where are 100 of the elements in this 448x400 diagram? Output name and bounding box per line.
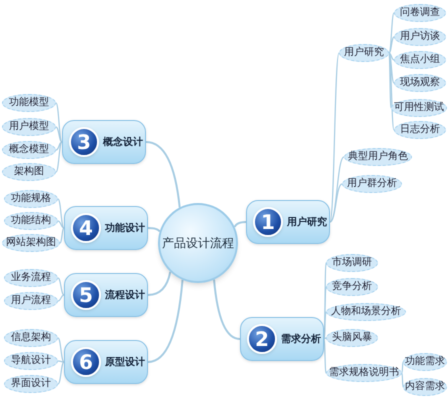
- subtopic-text: 内容需求: [405, 382, 445, 392]
- subtopic-ellipse: [394, 4, 446, 22]
- subtopic-text: 问卷调查: [400, 8, 440, 18]
- subtopic-ellipse: [394, 121, 446, 139]
- subtopic-ellipse: [394, 51, 446, 69]
- stage-box: [64, 273, 148, 317]
- connector-line: [56, 126, 62, 142]
- subtopic-ellipse: [2, 141, 56, 159]
- subtopic-text: 人物和场景分析: [331, 307, 401, 317]
- stage-box: [64, 206, 148, 250]
- connector-line: [213, 280, 240, 340]
- number-badge: 5: [71, 280, 101, 310]
- subtopic-ellipse: [326, 278, 378, 296]
- subtopic-text: 焦点小组: [400, 55, 440, 65]
- connector-line: [148, 272, 172, 296]
- subtopic-text: 可用性测试: [394, 103, 444, 113]
- subtopic-text: 网站架构图: [6, 238, 56, 248]
- connector-line: [401, 372, 404, 388]
- subtopic-text: 信息架构: [11, 333, 51, 343]
- subtopic-ellipse: [2, 234, 60, 252]
- stage-label: 功能设计: [105, 222, 145, 236]
- connector-line: [58, 198, 64, 228]
- connector-line: [330, 156, 344, 222]
- connector-line: [330, 183, 342, 223]
- connector-line: [401, 362, 404, 374]
- connector-line: [388, 36, 394, 54]
- stage-label: 需求分析: [281, 332, 321, 346]
- stage-label: 用户研究: [287, 215, 327, 230]
- connector-line: [146, 141, 181, 208]
- connector-line: [388, 52, 394, 84]
- subtopic-ellipse: [2, 118, 56, 136]
- subtopic-text: 现场观察: [400, 78, 440, 88]
- number-badge: 2: [247, 324, 277, 354]
- subtopic-text: 功能规格: [11, 194, 51, 204]
- subtopic-text: 用户流程: [11, 296, 51, 306]
- connector-line: [56, 141, 62, 151]
- number-badge: 4: [71, 213, 101, 243]
- connector-line: [388, 12, 395, 54]
- stage-label: 原型设计: [105, 356, 145, 370]
- connector-line: [148, 280, 184, 363]
- connector-line: [58, 362, 64, 384]
- subtopic-text: 市场调研: [332, 258, 372, 268]
- subtopic-ellipse: [394, 74, 446, 92]
- subtopic-ellipse: [4, 329, 58, 347]
- subtopic-text: 导航设计: [11, 356, 51, 366]
- stage-box: [240, 317, 324, 361]
- subtopic-text: 用户访谈: [400, 32, 440, 42]
- subtopic-ellipse: [4, 269, 58, 287]
- connector-line: [58, 294, 64, 302]
- connector-line: [323, 338, 327, 374]
- topic-text: 产品设计流程: [162, 235, 234, 252]
- connector-line: [56, 102, 62, 142]
- stage-label: 概念设计: [103, 136, 143, 150]
- subtopic-text: 用户模型: [9, 122, 49, 132]
- connector-line: [60, 228, 64, 244]
- subtopic-ellipse: [403, 378, 447, 396]
- subtopic-ellipse: [4, 212, 58, 230]
- connector-line: [234, 221, 246, 228]
- subtopic-text: 功能结构: [11, 216, 51, 226]
- number-badge: 1: [253, 207, 283, 237]
- subtopic-ellipse: [2, 94, 56, 112]
- subtopic-text: 概念模型: [9, 145, 49, 155]
- connector-line: [329, 52, 340, 222]
- stage-box: [62, 120, 146, 164]
- subtopic-text: 日志分析: [400, 125, 440, 135]
- subtopic-ellipse: [4, 352, 58, 370]
- subtopic-text: 用户研究: [344, 48, 384, 58]
- subtopic-text: 业务流程: [11, 273, 51, 283]
- subtopic-ellipse: [391, 99, 447, 117]
- stage-label: 流程设计: [105, 288, 145, 302]
- subtopic-text: 竞争分析: [332, 282, 372, 292]
- stage-box: [64, 340, 148, 384]
- subtopic-ellipse: [326, 254, 378, 272]
- connector-line: [56, 142, 62, 172]
- subtopic-ellipse: [2, 163, 56, 181]
- connector-line: [58, 338, 64, 362]
- subtopic-text: 典型用户角色: [348, 152, 408, 162]
- connector-line: [148, 227, 160, 232]
- subtopic-ellipse: [326, 329, 378, 347]
- stage-box: [246, 200, 330, 244]
- subtopic-ellipse: [339, 44, 389, 62]
- subtopic-text: 功能模型: [9, 98, 49, 108]
- subtopic-ellipse: [4, 292, 58, 310]
- connector-line: [58, 278, 64, 296]
- subtopic-text: 需求规格说明书: [329, 368, 399, 378]
- subtopic-text: 界面设计: [11, 379, 51, 389]
- subtopic-ellipse: [326, 303, 406, 321]
- subtopic-ellipse: [344, 148, 412, 166]
- subtopic-text: 功能需求: [405, 357, 445, 367]
- subtopic-ellipse: [342, 175, 402, 193]
- connector-line: [388, 52, 394, 61]
- subtopic-ellipse: [403, 353, 447, 371]
- subtopic-text: 架构图: [14, 167, 44, 177]
- subtopic-ellipse: [4, 190, 58, 208]
- subtopic-text: 头脑风暴: [332, 333, 372, 343]
- subtopic-text: 用户群分析: [347, 179, 397, 189]
- subtopic-ellipse: [4, 375, 58, 393]
- subtopic-ellipse: [326, 364, 402, 382]
- subtopic-ellipse: [394, 28, 446, 46]
- number-badge: 6: [71, 347, 101, 377]
